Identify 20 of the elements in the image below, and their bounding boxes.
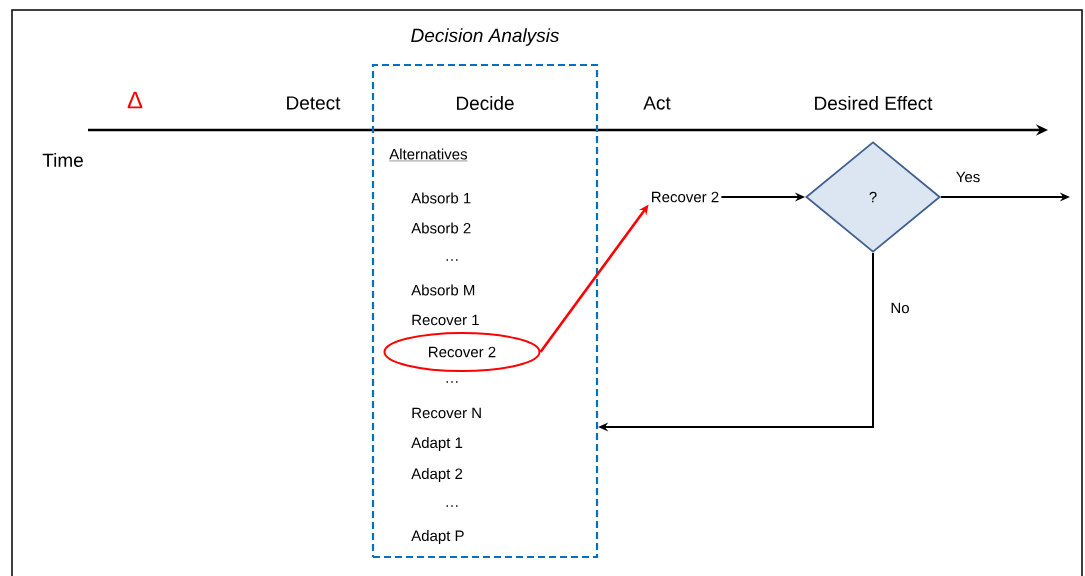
delta-symbol: Δ <box>127 91 143 109</box>
list-item: Adapt 2 <box>411 468 463 482</box>
list-item: Absorb 2 <box>411 222 471 234</box>
list-item: Recover N <box>412 407 481 419</box>
stage-label: Decide <box>457 96 514 110</box>
list-item: … <box>446 505 458 507</box>
list-item: Absorb 1 <box>411 192 471 204</box>
action-text: Recover 2 <box>652 191 719 203</box>
list-heading: Alternatives <box>389 148 468 162</box>
axis-label: Time <box>42 153 83 167</box>
edge-label: No <box>891 302 909 314</box>
edge-label: Yes <box>956 171 980 183</box>
list-item: Adapt 1 <box>411 437 463 451</box>
list-item: … <box>446 259 458 261</box>
list-item: Absorb M <box>411 284 475 296</box>
list-item: Adapt P <box>411 530 464 544</box>
box-heading: Decision Analysis <box>411 28 559 46</box>
stage-label: Act <box>643 96 671 110</box>
stage-label: Detect <box>287 96 341 110</box>
stage-label: Desired Effect <box>815 96 933 110</box>
